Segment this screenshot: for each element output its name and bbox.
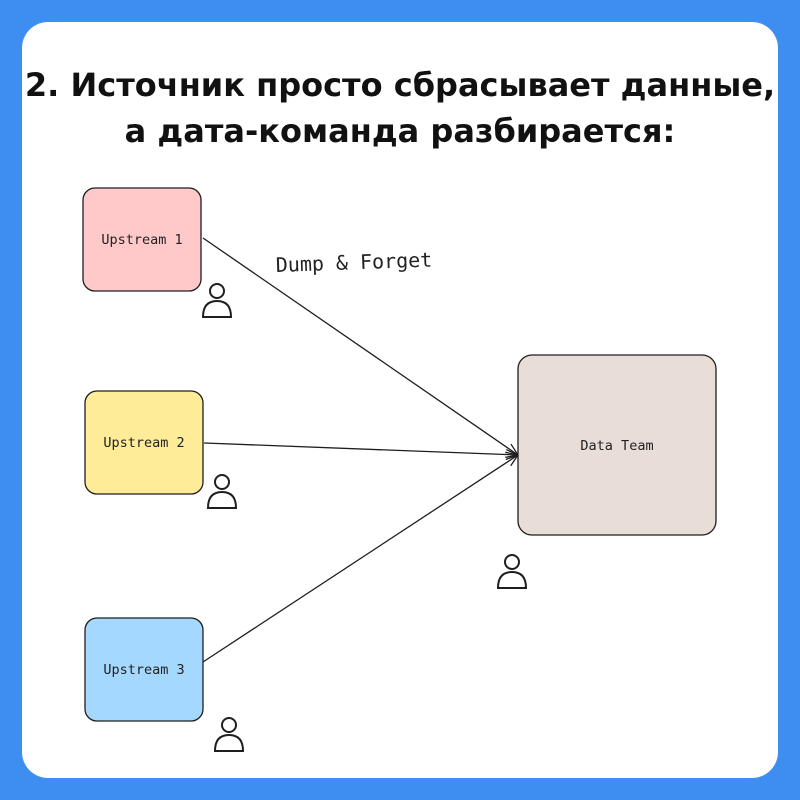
node-data-team: Data Team bbox=[517, 354, 717, 536]
node-upstream-2-box bbox=[84, 390, 204, 495]
node-upstream-2: Upstream 2 bbox=[84, 390, 204, 495]
node-upstream-3-label: Upstream 3 bbox=[103, 662, 184, 678]
title-line-1: 2. Источник просто сбрасывает данные, bbox=[24, 66, 776, 104]
user-icon bbox=[213, 717, 245, 752]
page-title: 2. Источник просто сбрасывает данные, а … bbox=[0, 62, 800, 154]
node-upstream-1-box bbox=[82, 187, 202, 292]
edge-upstream-3-data-team bbox=[202, 455, 518, 663]
user-icon bbox=[206, 474, 238, 509]
node-data-team-label: Data Team bbox=[580, 438, 653, 454]
edge-label-dump-forget: Dump & Forget bbox=[275, 248, 432, 277]
node-upstream-3-box bbox=[84, 617, 204, 722]
node-upstream-3: Upstream 3 bbox=[84, 617, 204, 722]
title-line-2: а дата-команда разбирается: bbox=[124, 112, 676, 150]
edge-upstream-1-data-team bbox=[202, 237, 518, 455]
node-upstream-2-label: Upstream 2 bbox=[103, 435, 184, 451]
user-icon bbox=[496, 554, 528, 589]
edge-upstream-2-data-team bbox=[203, 442, 518, 455]
user-icon bbox=[201, 283, 233, 318]
node-data-team-box bbox=[517, 354, 717, 536]
node-upstream-1-label: Upstream 1 bbox=[101, 232, 182, 248]
node-upstream-1: Upstream 1 bbox=[82, 187, 202, 292]
